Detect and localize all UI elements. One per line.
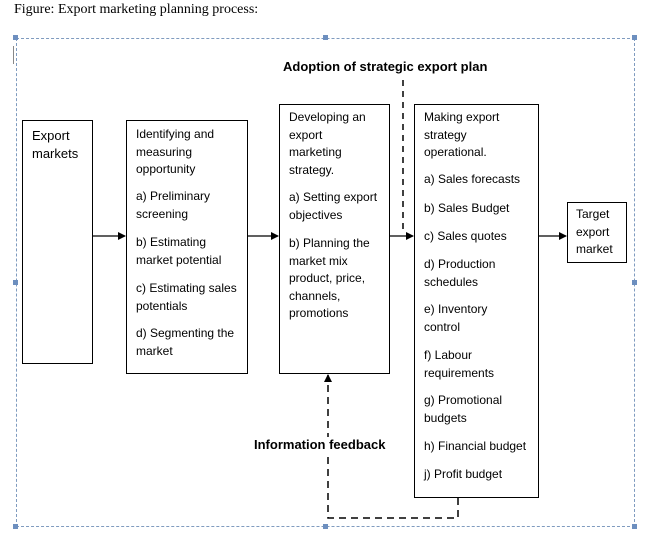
export-markets-text: Export markets	[32, 128, 79, 161]
making-title: Making export strategy operational.	[424, 110, 500, 159]
developing-item-b: b) Planning the market mix product, pric…	[289, 236, 370, 320]
resize-handle-top-right[interactable]	[632, 35, 637, 40]
making-operational-box: Making export strategy operational. a) S…	[414, 104, 539, 498]
resize-handle-bottom-center[interactable]	[323, 524, 328, 529]
identifying-opportunity-box: Identifying and measuring opportunity a)…	[126, 120, 248, 374]
resize-handle-middle-right[interactable]	[632, 280, 637, 285]
identifying-title: Identifying and measuring opportunity	[136, 127, 215, 176]
making-item-g: g) Promotional budgets	[424, 393, 503, 425]
resize-handle-top-center[interactable]	[323, 35, 328, 40]
resize-handle-bottom-left[interactable]	[13, 524, 18, 529]
making-item-e: e) Inventory control	[424, 302, 488, 334]
making-item-j: j) Profit budget	[424, 467, 503, 481]
making-item-h: h) Financial budget	[424, 439, 527, 453]
making-item-b: b) Sales Budget	[424, 201, 510, 215]
identifying-item-a: a) Preliminary screening	[136, 189, 211, 221]
resize-handle-middle-left[interactable]	[13, 280, 18, 285]
identifying-item-d: d) Segmenting the market	[136, 326, 235, 358]
resize-handle-bottom-right[interactable]	[632, 524, 637, 529]
developing-title: Developing an export marketing strategy.	[289, 110, 366, 177]
identifying-item-b: b) Estimating market potential	[136, 235, 222, 267]
feedback-label: Information feedback	[252, 437, 388, 452]
making-item-d: d) Production schedules	[424, 257, 496, 289]
resize-handle-top-left[interactable]	[13, 35, 18, 40]
making-item-f: f) Labour requirements	[424, 348, 495, 380]
target-market-text: Target export market	[576, 207, 613, 256]
figure-caption: Figure: Export marketing planning proces…	[14, 2, 259, 17]
text-cursor	[13, 46, 14, 64]
target-market-box: Target export market	[567, 202, 627, 263]
developing-item-a: a) Setting export objectives	[289, 190, 378, 222]
making-item-a: a) Sales forecasts	[424, 172, 521, 186]
strategic-plan-label: Adoption of strategic export plan	[283, 59, 488, 74]
developing-strategy-box: Developing an export marketing strategy.…	[279, 104, 390, 374]
export-markets-box: Export markets	[22, 120, 93, 364]
identifying-item-c: c) Estimating sales potentials	[136, 281, 237, 313]
making-item-c: c) Sales quotes	[424, 229, 507, 243]
